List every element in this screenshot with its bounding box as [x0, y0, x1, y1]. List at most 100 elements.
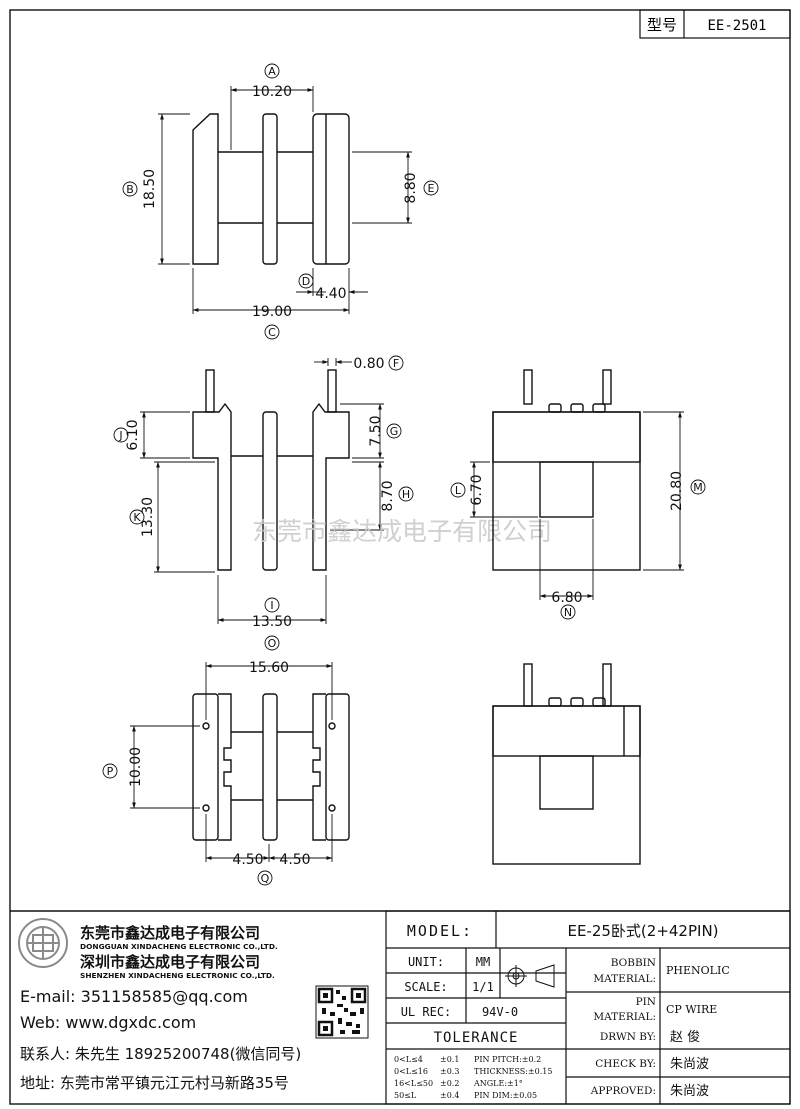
dim-C-value: 19.00: [252, 304, 292, 320]
marker-C: C: [264, 324, 280, 340]
tol-value-3: ±0.4: [440, 1091, 459, 1100]
svg-text:A: A: [268, 65, 276, 78]
marker-B: B: [122, 181, 138, 197]
top-view-dims: [158, 86, 412, 314]
dim-P-value: 10.00: [128, 747, 144, 787]
marker-O: O: [264, 635, 280, 651]
bobbin-label-1: BOBBIN: [611, 957, 656, 969]
tolerance-label: TOLERANCE: [434, 1030, 519, 1046]
pin-label-2: MATERIAL:: [593, 1011, 656, 1023]
marker-G: G: [386, 423, 402, 439]
dim-O-value: 15.60: [249, 660, 289, 676]
contact: 联系人: 朱先生 18925200748(微信同号): [20, 1045, 301, 1063]
tol-range-2: 16<L≤50: [394, 1079, 433, 1088]
approved-value: 朱尚波: [670, 1084, 709, 1099]
side-view: [492, 369, 641, 571]
ul-label: UL REC:: [401, 1005, 452, 1019]
marker-D: D: [298, 273, 314, 289]
bobbin-label-2: MATERIAL:: [593, 973, 656, 985]
tol-right-1: THICKNESS:±0.15: [474, 1067, 552, 1076]
company-en-sz: SHENZHEN XINDACHENG ELECTRONIC CO.,LTD.: [80, 971, 275, 980]
svg-text:C: C: [268, 326, 276, 339]
bottom-view: [192, 693, 350, 841]
top-view-labels: 10.20 18.50 19.00 4.40 8.80: [142, 84, 419, 320]
svg-text:M: M: [693, 481, 703, 494]
ul-value: 94V-0: [482, 1005, 518, 1019]
dim-M-value: 20.80: [669, 471, 685, 511]
projection-symbol: [505, 964, 555, 988]
svg-text:K: K: [133, 511, 141, 524]
model-header: 型号 EE-2501: [639, 9, 791, 39]
dim-L-value: 6.70: [469, 474, 485, 505]
marker-I: I: [264, 597, 280, 613]
side-view-labels: 20.80 6.70 6.80: [469, 471, 685, 606]
dim-F-value: 0.80: [353, 356, 384, 372]
approved-label: APPROVED:: [590, 1085, 656, 1097]
dim-E-value: 8.80: [403, 172, 419, 203]
marker-E: E: [423, 180, 439, 196]
top-view: [192, 113, 350, 265]
tol-range-1: 0<L≤16: [394, 1067, 428, 1076]
svg-text:D: D: [302, 275, 310, 288]
svg-text:Q: Q: [261, 872, 270, 885]
dim-Q-value-right: 4.50: [279, 852, 310, 868]
tol-right-2: ANGLE:±1°: [473, 1079, 523, 1088]
svg-text:I: I: [270, 599, 273, 612]
dim-G-value: 7.50: [368, 415, 384, 446]
pin-label-1: PIN: [636, 996, 656, 1008]
bobbin-value: PHENOLIC: [666, 964, 730, 977]
marker-Q: Q: [257, 870, 273, 886]
marker-K: K: [129, 509, 145, 525]
svg-text:J: J: [118, 429, 122, 442]
website: Web: www.dgxdc.com: [20, 1013, 196, 1032]
qr-code: [315, 985, 369, 1039]
front-view-dims: [140, 358, 384, 624]
dim-D-value: 4.40: [315, 286, 346, 302]
company-logo: [18, 918, 68, 968]
bottom-view-labels: 15.60 10.00 4.50 4.50: [128, 660, 311, 868]
tol-value-1: ±0.3: [440, 1067, 459, 1076]
marker-H: H: [398, 486, 414, 502]
svg-text:N: N: [564, 606, 572, 619]
check-value: 朱尚波: [670, 1057, 709, 1072]
tol-value-2: ±0.2: [440, 1079, 459, 1088]
dim-N-value: 6.80: [551, 590, 582, 606]
front-view: [192, 369, 350, 571]
dimension-markers: A B C D E F J K G H I O L M N P Q: [102, 63, 706, 886]
title-block-text: MODEL: EE-25卧式(2+42PIN) UNIT: MM SCALE: …: [394, 922, 730, 1100]
tol-right-0: PIN PITCH:±0.2: [474, 1055, 541, 1064]
side-view-dims: [470, 411, 684, 600]
scale-value: 1/1: [472, 980, 494, 994]
marker-J: J: [113, 427, 129, 443]
unit-label: UNIT:: [408, 955, 444, 969]
model-value: EE-25卧式(2+42PIN): [567, 922, 718, 940]
dim-K-value: 13.30: [140, 497, 156, 537]
tol-range-0: 0<L≤4: [394, 1055, 423, 1064]
svg-text:B: B: [126, 183, 134, 196]
tol-right-3: PIN DIM:±0.05: [474, 1091, 537, 1100]
email: E-mail: 351158585@qq.com: [20, 987, 248, 1006]
marker-L: L: [450, 482, 466, 498]
unit-value: MM: [476, 955, 490, 969]
marker-P: P: [102, 763, 118, 779]
company-name-sz: 深圳市鑫达成电子有限公司: [80, 953, 260, 971]
type-label: 型号: [647, 16, 677, 34]
rear-view: [492, 663, 641, 865]
bottom-view-dims: [130, 662, 333, 862]
watermark: 东莞市鑫达成电子有限公司: [252, 517, 552, 546]
company-info: 东莞市鑫达成电子有限公司 DONGGUAN XINDACHENG ELECTRO…: [20, 924, 301, 1092]
svg-text:H: H: [402, 488, 410, 501]
svg-text:E: E: [428, 182, 435, 195]
marker-F-top: F: [388, 355, 404, 371]
dim-I-value: 13.50: [252, 614, 292, 630]
dim-J-value: 6.10: [125, 419, 141, 450]
address: 地址: 东莞市常平镇元江元村马新路35号: [20, 1074, 289, 1092]
pin-value: CP WIRE: [666, 1003, 717, 1016]
svg-text:P: P: [107, 765, 114, 778]
front-view-labels: 0.80 6.10 13.30 7.50 8.70 13.50: [125, 356, 396, 630]
company-name-dg: 东莞市鑫达成电子有限公司: [80, 924, 260, 942]
svg-text:L: L: [455, 484, 462, 497]
marker-A: A: [264, 63, 280, 79]
dim-Q-value-left: 4.50: [232, 852, 263, 868]
